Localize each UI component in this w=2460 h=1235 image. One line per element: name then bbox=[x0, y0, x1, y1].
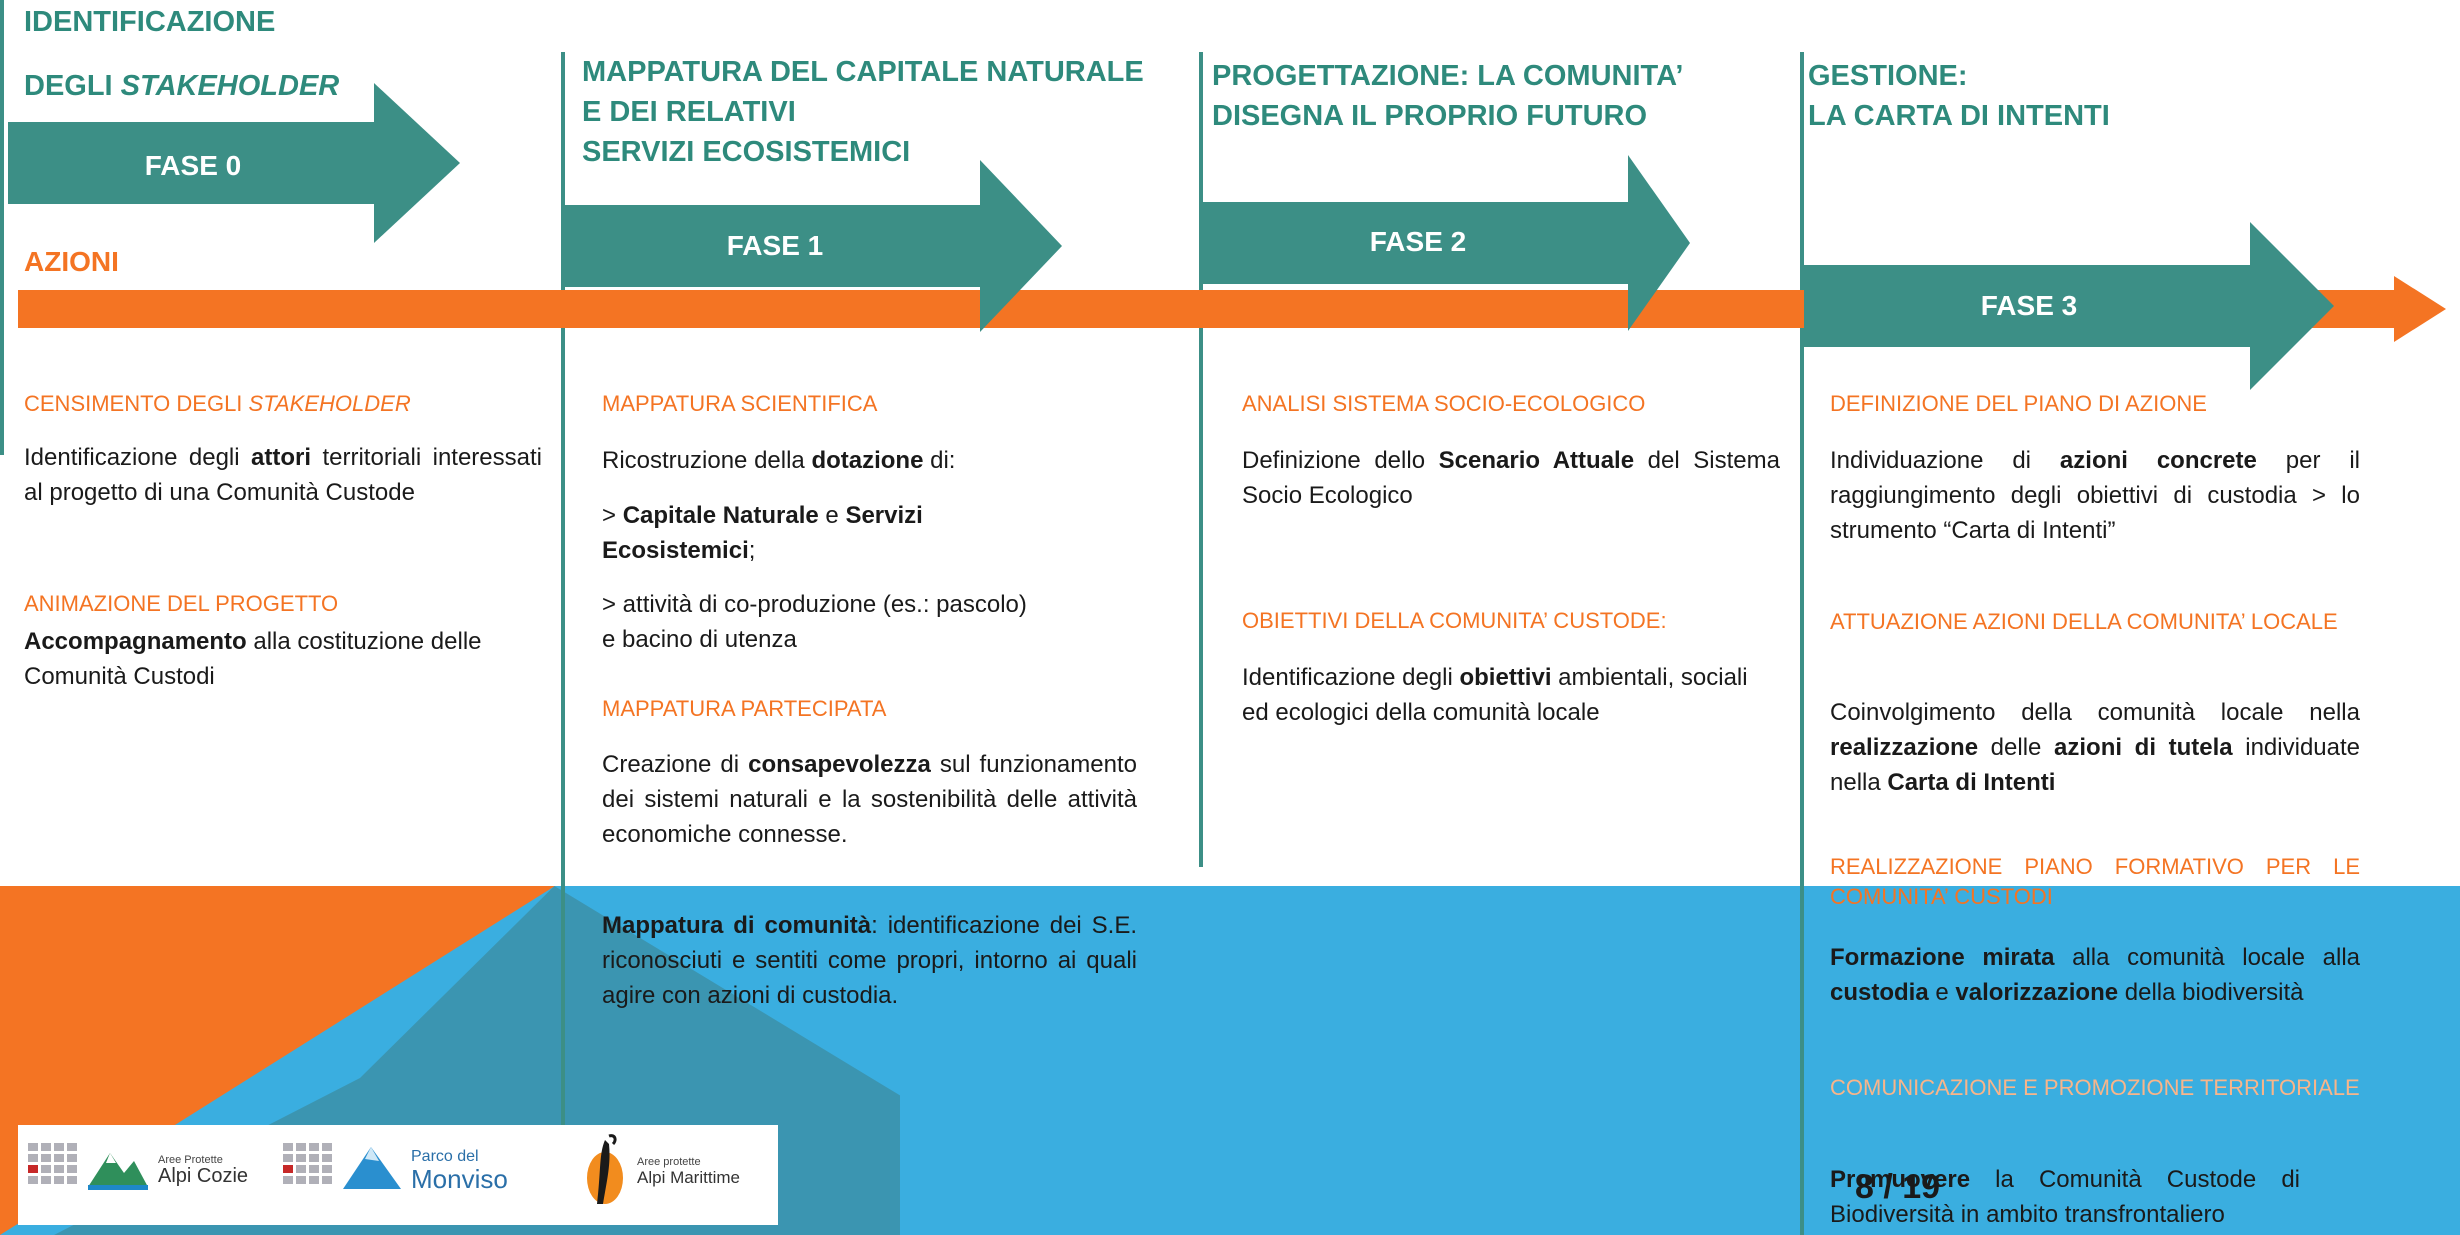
phase-3-section-2-body: Formazione mirata alla comunità locale a… bbox=[1830, 944, 2361, 1006]
timeline-arrowhead bbox=[2394, 276, 2446, 342]
phase-1-section-0-line2: > Capitale Naturale e Servizi Ecosistemi… bbox=[602, 502, 923, 564]
phase-3-label: FASE 3 bbox=[1980, 290, 2078, 321]
phase-3-title: GESTIONE: LA CARTA DI INTENTI bbox=[1808, 60, 2110, 132]
phase-3-arrow-head bbox=[2250, 222, 2334, 390]
logo-alpi-marittime: Aree protette Alpi Marittime bbox=[583, 1130, 740, 1210]
phase-0-label: FASE 0 bbox=[144, 150, 242, 181]
phase-3-section-2-heading: REALIZZAZIONE PIANO FORMATIVO PER LE COM… bbox=[1830, 854, 2360, 909]
phase-2-section-1-body: Identificazione degli obiettivi ambienta… bbox=[1242, 664, 1748, 726]
phase-2-arrow-head bbox=[1628, 155, 1690, 331]
phase-2-section-0-heading: ANALISI SISTEMA SOCIO-ECOLOGICO bbox=[1242, 391, 1646, 416]
phase-0-section-1-body: Accompagnamento alla costituzione delle … bbox=[24, 628, 482, 690]
phase-2-label: FASE 2 bbox=[1369, 226, 1467, 257]
phase-2-arrow-body bbox=[1203, 202, 1633, 284]
timeline-label: AZIONI bbox=[24, 246, 119, 277]
phase-2-section-0-body: Definizione dello Scenario Attuale del S… bbox=[1242, 447, 1780, 509]
phase-1-arrow-head bbox=[980, 160, 1062, 332]
phase-3-section-0-body: Individuazione di azioni concrete per il… bbox=[1830, 447, 2361, 544]
phase-0-section-0-heading: CENSIMENTO DEGLI STAKEHOLDER bbox=[24, 391, 411, 416]
phase-1-section-0-line1: Ricostruzione della dotazione di: bbox=[602, 447, 956, 474]
phase-3-section-1-heading: ATTUAZIONE AZIONI DELLA COMUNITA’ LOCALE bbox=[1830, 609, 2338, 634]
phase-1-label: FASE 1 bbox=[726, 230, 824, 261]
phase-3-section-3-body: Promuovere la Comunità Custode di Biodiv… bbox=[1830, 1166, 2300, 1228]
divider-phase-2 bbox=[1199, 52, 1203, 867]
divider-phase-0 bbox=[0, 0, 4, 455]
phase-1-section-1-p1: Creazione di consapevolezza sul funziona… bbox=[602, 751, 1137, 848]
phase-1-arrow-body bbox=[565, 205, 985, 287]
phase-1-section-0-heading: MAPPATURA SCIENTIFICA bbox=[602, 391, 878, 416]
page-number: 8 / 19 bbox=[1855, 1168, 1941, 1206]
phase-1-section-0-line3: > attività di co-produzione (es.: pascol… bbox=[602, 591, 1027, 653]
logo-monviso: Parco del Monviso bbox=[283, 1143, 508, 1193]
phase-0-arrow-head bbox=[374, 83, 460, 243]
phase-0-section-0-body: Identificazione degli attori territorial… bbox=[24, 444, 542, 506]
phase-1-section-1-p2: Mappatura di comunità: identificazione d… bbox=[602, 912, 1137, 1009]
phase-2-title: PROGETTAZIONE: LA COMUNITA’ DISEGNA IL P… bbox=[1212, 60, 1684, 132]
phase-1-section-1-heading: MAPPATURA PARTECIPATA bbox=[602, 696, 887, 721]
logos-strip: Aree Protette Alpi Cozie Parco del Monvi… bbox=[18, 1125, 778, 1225]
ibex-logo-icon bbox=[587, 1134, 623, 1204]
phase-3-arrow-body bbox=[1804, 265, 2254, 347]
phase-0-arrow-body bbox=[8, 122, 378, 204]
phase-1-title: MAPPATURA DEL CAPITALE NATURALE E DEI RE… bbox=[582, 56, 1144, 168]
phase-0-title-line2: DEGLI STAKEHOLDER bbox=[24, 70, 340, 102]
logo-alpi-cozie: Aree Protette Alpi Cozie bbox=[28, 1143, 248, 1193]
phase-3-section-3-heading: COMUNICAZIONE E PROMOZIONE TERRITORIALE bbox=[1830, 1075, 2360, 1100]
phase-3-section-0-heading: DEFINIZIONE DEL PIANO DI AZIONE bbox=[1830, 391, 2207, 416]
monviso-mountain-icon bbox=[343, 1147, 401, 1189]
divider-phase-3 bbox=[1800, 52, 1804, 1235]
phase-2-section-1-heading: OBIETTIVI DELLA COMUNITA’ CUSTODE: bbox=[1242, 608, 1667, 633]
regione-grid-icon bbox=[28, 1143, 77, 1184]
regione-grid-icon bbox=[283, 1143, 332, 1184]
phase-3-section-1-body: Coinvolgimento della comunità locale nel… bbox=[1830, 699, 2360, 796]
mountain-logo-icon bbox=[88, 1153, 148, 1190]
phase-0-section-1-heading: ANIMAZIONE DEL PROGETTO bbox=[24, 591, 339, 616]
divider-phase-1 bbox=[561, 52, 565, 1132]
phase-0-title-line1: IDENTIFICAZIONE bbox=[24, 6, 276, 38]
